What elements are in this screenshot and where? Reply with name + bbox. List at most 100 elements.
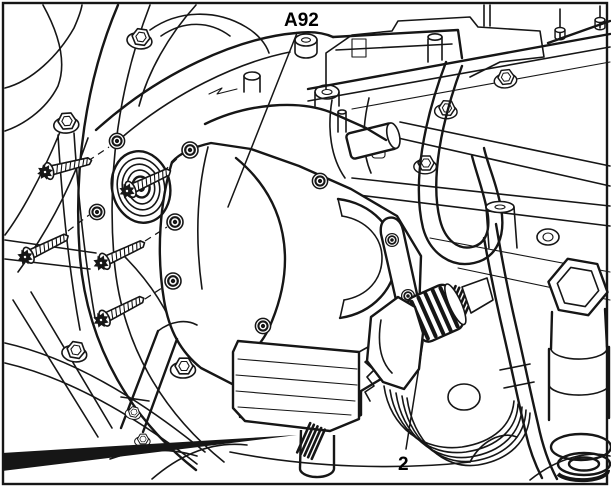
pan-line-right — [529, 453, 611, 481]
callout-label-a92: A92 — [284, 10, 319, 31]
down-pipe — [494, 222, 559, 481]
bracket-top-edge — [203, 103, 388, 142]
electrical-connector — [365, 277, 531, 467]
hatch-line — [310, 428, 327, 461]
callouts: A92 2 — [227, 10, 424, 475]
flange-hex-bolt — [59, 339, 90, 365]
connector-elbow-line — [378, 319, 393, 374]
small-boss-hole — [542, 232, 554, 242]
case-boss-side — [294, 39, 318, 59]
harness-wire — [389, 389, 519, 454]
plug-body-ring — [550, 346, 608, 360]
case-slot — [351, 38, 367, 58]
motor-bolt-boss — [163, 271, 183, 291]
case-top-edge-inner — [335, 43, 453, 51]
engine-plate-cylinder-top — [427, 32, 443, 41]
rail-hex-bolt — [492, 68, 519, 90]
housing-bolt-hole — [108, 132, 126, 150]
motor-bolt-boss — [165, 212, 185, 232]
engine-plate-cylinder — [427, 36, 443, 63]
case-stud — [243, 75, 261, 93]
housing-hump-inner — [160, 23, 231, 37]
bracket-bolt — [123, 405, 143, 422]
motor-can-link — [337, 198, 345, 319]
cap-knurl — [423, 291, 446, 336]
bottom-ring-dark — [556, 469, 610, 483]
cone-boss-top — [485, 200, 515, 214]
case-boss-hole — [321, 88, 333, 96]
case-crack-line — [208, 87, 238, 95]
engine-rail — [306, 32, 611, 91]
housing-strap — [57, 134, 81, 331]
cylinder-stack-side — [547, 345, 611, 422]
case-pin-top — [337, 109, 347, 115]
oil-pan-line — [151, 443, 248, 480]
pipe-collar — [499, 363, 535, 389]
harness-wire — [401, 395, 527, 463]
housing-bolt-hole — [88, 203, 106, 221]
pivot-pin-end — [385, 122, 401, 150]
pointer-wedge — [2, 435, 297, 471]
motor-face-curve — [197, 146, 209, 290]
hatch-patch — [295, 421, 327, 461]
engine-top-plate — [325, 16, 545, 90]
housing-v-rib — [12, 291, 113, 438]
motor-bolt-boss — [180, 140, 200, 160]
connector-tab — [461, 277, 494, 314]
case-boss — [294, 33, 318, 47]
bottom-ring — [567, 456, 601, 472]
hose-loop-inner — [435, 64, 490, 249]
cap-knurl — [416, 295, 438, 339]
mounting-screws — [13, 146, 183, 333]
alignment-dash — [144, 285, 166, 300]
alignment-dash — [144, 226, 168, 242]
cone-boss-side — [485, 206, 518, 249]
hatch-line — [295, 421, 312, 454]
case-stud-top — [243, 71, 261, 81]
flange-hex-bolt — [125, 26, 155, 52]
housing-strap — [73, 132, 96, 319]
harness-wire — [395, 392, 523, 459]
strap-eyelet — [384, 232, 400, 248]
housing-lower-arc — [4, 342, 206, 453]
block-diagonal — [349, 121, 611, 227]
cap-end-face — [444, 283, 467, 326]
housing-web-line — [4, 4, 63, 132]
housing-top-arc-inner — [111, 51, 291, 147]
down-pipe — [482, 236, 544, 480]
callout-leader-2 — [405, 341, 424, 450]
wire-guide-boss — [447, 383, 481, 411]
cap-knurl — [438, 285, 460, 329]
hex-plug — [547, 257, 609, 317]
hex-plug-head — [547, 257, 609, 317]
torx-screw — [89, 289, 149, 333]
hatch-line — [303, 425, 319, 457]
oil-pan-line — [469, 434, 518, 463]
hatch-line — [299, 423, 316, 456]
callout-label-2: 2 — [398, 454, 409, 475]
bottom-ring — [549, 432, 611, 462]
hatch-line — [306, 426, 323, 459]
case-boss-hole — [300, 37, 312, 43]
pivot-pin — [345, 122, 401, 160]
corner-vertical — [483, 4, 601, 40]
hex-plug-face — [556, 266, 600, 308]
case-top-edge — [331, 28, 464, 60]
cone-boss-hole — [494, 204, 506, 210]
hoses-and-pipes — [417, 60, 559, 481]
housing-web-line — [4, 4, 83, 89]
flange-hex-bolt — [52, 111, 81, 135]
housing-rib — [4, 131, 61, 236]
seal-ring — [110, 150, 172, 224]
torx-screw — [89, 234, 149, 275]
harness-wire — [406, 397, 531, 467]
motor-bolt-boss — [311, 172, 329, 190]
plug-body-side — [549, 307, 609, 351]
bottom-ring — [556, 451, 611, 477]
cap-knurl — [430, 288, 453, 333]
housing-hump — [149, 13, 270, 54]
valve-body-rib — [235, 358, 358, 416]
engine-rail — [351, 61, 611, 110]
